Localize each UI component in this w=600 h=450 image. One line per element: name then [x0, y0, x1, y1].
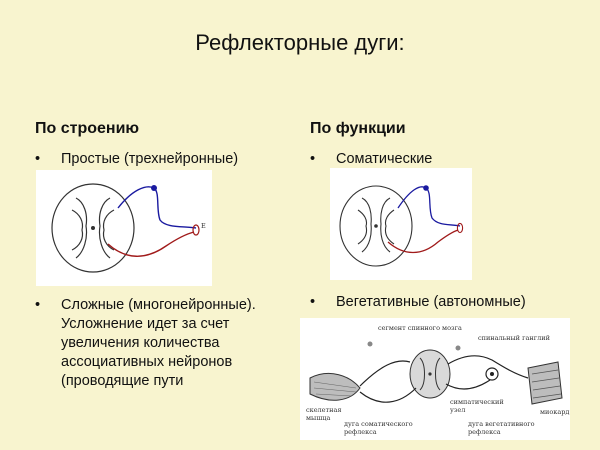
bullet-simple: • Простые (трехнейронные) — [35, 150, 295, 170]
myocard-label: миокард — [540, 408, 569, 416]
vegetative-nerve-path — [445, 355, 529, 390]
bullet-dot: • — [310, 294, 316, 310]
vegetative-arc-diagram: сегмент спинного мозга спинальный гангли… — [300, 318, 570, 440]
left-column-heading: По строению — [35, 120, 140, 137]
skeletal-muscle-label-1: скелетная — [306, 406, 341, 414]
bullet-vegetative: • Вегетативные (автономные) — [310, 293, 580, 313]
vegetative-arc-label-1: дуга вегетативного — [468, 420, 535, 428]
sympathetic-node-label-2: узел — [450, 406, 465, 414]
motor-path — [387, 222, 464, 254]
bullet-complex-line-1: Сложные (многонейронные). — [61, 297, 256, 313]
bullet-somatic-text: Соматические — [336, 151, 433, 167]
right-column-heading: По функции — [310, 120, 406, 137]
motor-path — [107, 224, 200, 257]
sensory-path — [397, 185, 461, 227]
slide-title: Рефлекторные дуги: — [195, 30, 405, 55]
bullet-complex-line-4: ассоциативных нейронов — [61, 354, 233, 370]
segment-label: сегмент спинного мозга — [378, 324, 462, 332]
bullet-dot: • — [35, 297, 41, 313]
sensory-path — [117, 185, 197, 229]
vegetative-arc-label-2: рефлекса — [468, 428, 501, 436]
simple-arc-diagram: E — [36, 170, 212, 286]
somatic-nerve-path — [359, 360, 417, 403]
sympathetic-node-label-1: симпатический — [450, 398, 504, 406]
bullet-simple-text: Простые (трехнейронные) — [61, 151, 239, 167]
spinal-cord-outline — [51, 183, 135, 273]
bullet-complex-line-2: Усложнение идет за счет — [61, 316, 230, 332]
spinal-ganglion-label: спинальный ганглий — [478, 334, 550, 342]
spinal-cord-outline — [339, 185, 413, 267]
somatic-arc-label-2: рефлекса — [344, 428, 377, 436]
bullet-somatic: • Соматические — [310, 150, 570, 170]
bullet-complex: • Сложные (многонейронные). Усложнение и… — [35, 296, 300, 396]
bullet-dot: • — [35, 151, 41, 167]
receptor-label: E — [201, 222, 206, 230]
spinal-segment — [409, 349, 451, 399]
ganglion-markers — [367, 341, 461, 351]
bullet-dot: • — [310, 151, 316, 167]
bullet-complex-line-3: увеличения количества — [61, 335, 220, 351]
skeletal-muscle-label-2: мышца — [306, 414, 330, 422]
skeletal-muscle — [309, 373, 361, 401]
myocard — [527, 361, 563, 405]
bullet-vegetative-text: Вегетативные (автономные) — [336, 294, 526, 310]
somatic-arc-label-1: дуга соматического — [344, 420, 413, 428]
bullet-complex-line-5: (проводящие пути — [61, 373, 184, 389]
somatic-arc-diagram — [330, 168, 472, 280]
